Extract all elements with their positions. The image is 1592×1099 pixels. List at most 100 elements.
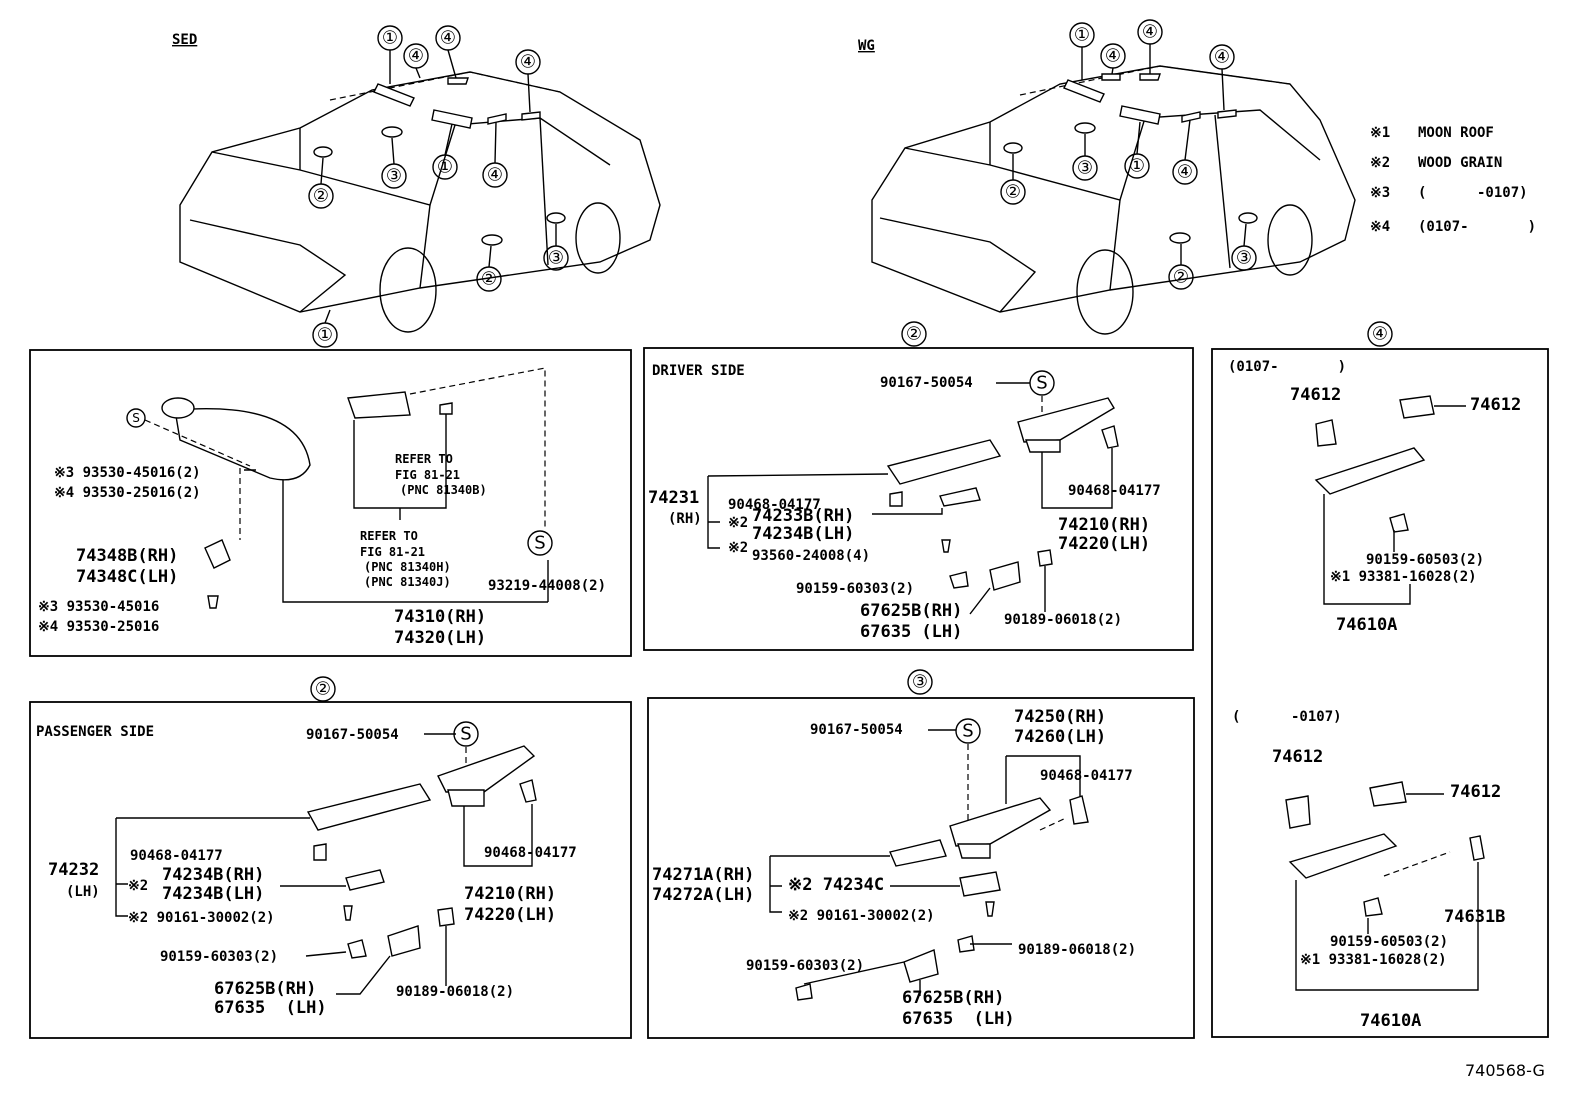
svg-text:②: ② [1005,182,1021,203]
svg-text:67635 (LH): 67635 (LH) [902,1009,1015,1029]
sedan-callout-1c: ① [312,322,338,348]
svg-text:74310(RH): 74310(RH) [394,607,486,627]
wagon-callout-2a: ② [1000,179,1026,205]
svg-text:(0107- ): (0107- ) [1228,359,1346,375]
svg-text:90189-06018(2): 90189-06018(2) [1004,612,1122,628]
svg-text:※2: ※2 [728,515,748,531]
svg-text:(PNC 81340H): (PNC 81340H) [364,560,451,574]
svg-text:93219-44008(2): 93219-44008(2) [488,578,606,594]
svg-text:90159-60303(2): 90159-60303(2) [796,581,914,597]
svg-text:④: ④ [1177,162,1193,183]
svg-text:74210(RH): 74210(RH) [464,884,556,904]
svg-text:①: ① [382,28,398,49]
svg-text:74610A: 74610A [1336,615,1397,635]
passenger-title: PASSENGER SIDE [36,724,154,740]
svg-text:③: ③ [1077,158,1093,179]
svg-text:90159-60503(2): 90159-60503(2) [1330,934,1448,950]
sedan-callout-3a: ③ [381,163,407,189]
svg-text:74271A(RH): 74271A(RH) [652,865,754,885]
figure-id: 740568-G [1465,1061,1545,1080]
svg-text:74220(LH): 74220(LH) [464,905,556,925]
sedan-callout-4b: ④ [435,25,461,51]
svg-text:REFER TO: REFER TO [360,529,418,543]
svg-text:※2 74234C: ※2 74234C [788,875,884,895]
svg-text:※1 93381-16028(2): ※1 93381-16028(2) [1330,569,1477,585]
rear-callout: ③ [912,672,928,693]
svg-text:74320(LH): 74320(LH) [394,628,486,648]
passenger-callout: ② [315,679,331,700]
svg-text:( -0107): ( -0107) [1232,709,1342,725]
svg-text:90189-06018(2): 90189-06018(2) [396,984,514,1000]
svg-text:67625B(RH): 67625B(RH) [902,988,1004,1008]
svg-text:MOON ROOF: MOON ROOF [1418,125,1494,141]
svg-text:FIG 81-21: FIG 81-21 [360,545,425,559]
svg-text:REFER TO: REFER TO [395,452,453,466]
sedan-callout-3b: ③ [543,245,569,271]
svg-text:②: ② [1173,267,1189,288]
svg-text:③: ③ [1236,248,1252,269]
assist-grip-rear [949,797,1052,847]
svg-text:90159-60303(2): 90159-60303(2) [746,958,864,974]
panel-roof-grip: ④ (0107- ) 74612 74612 90159-60503(2) ※1… [1211,321,1549,1038]
svg-text:S: S [132,411,140,425]
svg-text:④: ④ [1142,22,1158,43]
svg-text:S: S [460,724,471,745]
wagon-callout-1a: ① [1069,22,1095,48]
sun-visor-part [174,407,311,481]
svg-text:74231: 74231 [648,488,699,508]
svg-text:74234B(LH): 74234B(LH) [752,524,854,544]
wagon-callout-4d: ④ [1172,159,1198,185]
svg-text:※2: ※2 [128,878,148,894]
panel-rear-door: ③ 90167-50054 S 74250(RH) 74260(LH) 7427… [647,669,1195,1039]
svg-text:※4 93530-25016(2): ※4 93530-25016(2) [54,485,201,501]
svg-text:(LH): (LH) [66,884,100,900]
svg-text:※2: ※2 [1370,155,1390,171]
svg-text:※1 93381-16028(2): ※1 93381-16028(2) [1300,952,1447,968]
svg-text:74612: 74612 [1290,385,1341,405]
svg-text:90468-04177: 90468-04177 [1040,768,1133,784]
svg-text:67635 (LH): 67635 (LH) [860,622,962,642]
svg-text:S: S [1036,373,1047,394]
svg-text:74612: 74612 [1450,782,1501,802]
svg-text:※2: ※2 [728,540,748,556]
grip-callout: ④ [1372,324,1388,345]
svg-text:④: ④ [408,46,424,67]
svg-text:74612: 74612 [1470,395,1521,415]
svg-text:90468-04177: 90468-04177 [728,497,821,513]
panel-passenger-side: ② PASSENGER SIDE 90167-50054 S 74232 (LH… [29,676,632,1039]
svg-text:74348B(RH): 74348B(RH) [76,546,178,566]
svg-text:①: ① [317,325,333,346]
svg-text:④: ④ [1214,47,1230,68]
roof-grip-lower [1288,833,1398,879]
svg-text:WOOD GRAIN: WOOD GRAIN [1418,155,1502,171]
svg-text:②: ② [481,269,497,290]
wagon-callout-3b: ③ [1231,245,1257,271]
svg-text:74272A(LH): 74272A(LH) [652,885,754,905]
vanity-cover [347,391,411,419]
svg-text:FIG 81-21: FIG 81-21 [395,468,460,482]
sedan-callout-4c: ④ [515,49,541,75]
wagon-callout-1b: ① [1124,153,1150,179]
svg-text:74220(LH): 74220(LH) [1058,534,1150,554]
svg-text:※2 90161-30002(2): ※2 90161-30002(2) [788,908,935,924]
svg-text:④: ④ [1105,46,1121,67]
svg-text:74631B: 74631B [1444,907,1505,927]
svg-text:①: ① [1129,156,1145,177]
svg-text:90468-04177: 90468-04177 [484,845,577,861]
wagon-label: WG [858,38,875,54]
driver-title: DRIVER SIDE [652,363,745,379]
panel-sun-visor: S S ※3 93530-45016(2) ※4 93530-25016(2) … [29,349,632,657]
svg-text:※4 93530-25016: ※4 93530-25016 [38,619,159,635]
svg-text:①: ① [1074,25,1090,46]
svg-text:※3: ※3 [1370,185,1390,201]
svg-text:③: ③ [386,166,402,187]
svg-text:67635 (LH): 67635 (LH) [214,998,327,1018]
assist-grip-driver [1017,397,1115,443]
svg-text:※4: ※4 [1370,219,1390,235]
wagon-callout-3a: ③ [1072,155,1098,181]
window-switch-panel [886,439,1002,485]
svg-text:※3 93530-45016: ※3 93530-45016 [38,599,159,615]
svg-text:74260(LH): 74260(LH) [1014,727,1106,747]
